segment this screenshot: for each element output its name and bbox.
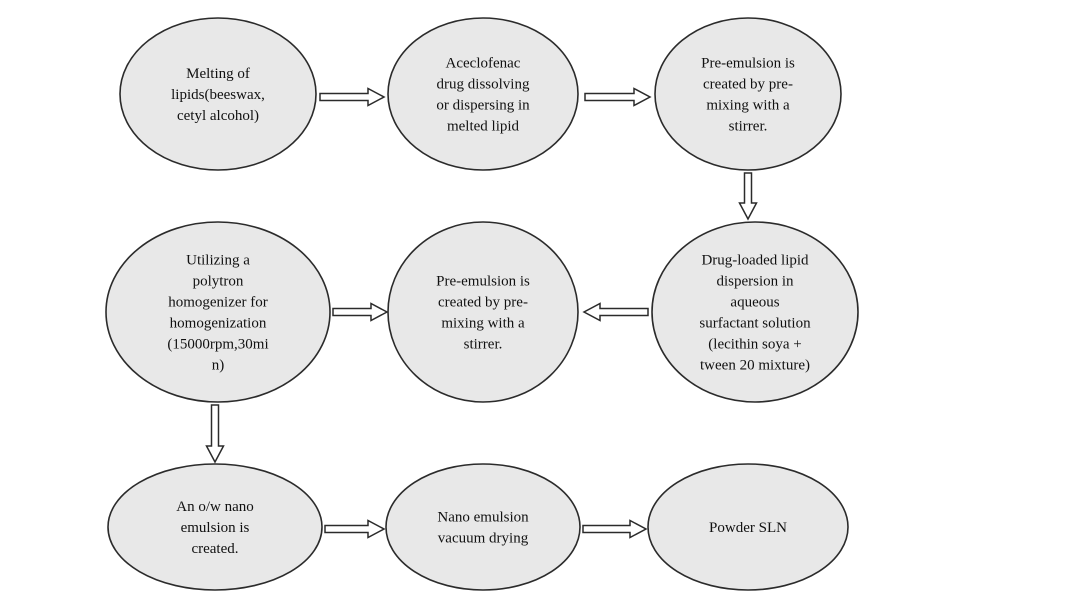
node-label: An o/w nano emulsion is created. (176, 499, 254, 557)
flow-node-n8[interactable]: Nano emulsion vacuum drying (385, 463, 581, 591)
node-label-line: (15000rpm,30mi (167, 337, 268, 353)
node-label-line: An o/w nano (176, 499, 254, 515)
arrow-head-icon (582, 519, 648, 539)
node-label: Pre-emulsion is created by pre-mixing wit… (436, 274, 530, 353)
node-label-line: created by pre- (703, 77, 793, 93)
node-label: Melting of lipids(beeswax, cetyl alcohol) (171, 66, 265, 124)
node-ellipse-shape (105, 221, 331, 403)
node-label-line: created by pre- (438, 295, 528, 311)
node-ellipse-shape (387, 17, 579, 171)
node-label-line: created. (191, 541, 238, 557)
node-ellipse-shape (651, 221, 859, 403)
node-label-line: surfactant solution (699, 316, 811, 332)
flow-arrow (738, 172, 758, 221)
node-label-line: polytron (193, 274, 244, 290)
node-layer: Melting of lipids(beeswax, cetyl alcohol) A… (105, 17, 859, 591)
arrow-head-icon (332, 302, 389, 322)
flow-node-n3[interactable]: Pre-emulsion is created by pre-mixing wit… (654, 17, 842, 171)
flow-node-n1[interactable]: Melting of lipids(beeswax, cetyl alcohol) (119, 17, 317, 171)
arrow-head-icon (582, 302, 649, 322)
node-label-line: Nano emulsion (437, 510, 529, 526)
node-label-line: vacuum drying (438, 531, 529, 547)
node-label: Aceclofenac drug dissolving or dispersing … (436, 56, 530, 135)
node-label-line: Utilizing a (186, 253, 250, 269)
node-label: Nano emulsion vacuum drying (437, 510, 529, 547)
flow-node-n6[interactable]: Drug-loaded lipid dispersion in aqueous sur… (651, 221, 859, 403)
node-label-line: dispersion in (716, 274, 794, 290)
flow-node-n4[interactable]: Utilizing a polytron homogenizer for homoge… (105, 221, 331, 403)
arrow-layer (205, 87, 758, 539)
node-label-line: lipids(beeswax, (171, 87, 265, 103)
node-label-line: cetyl alcohol) (177, 108, 259, 124)
node-label-line: tween 20 mixture) (700, 358, 810, 374)
node-label-line: or dispersing in (436, 98, 530, 114)
node-label-line: (lecithin soya + (708, 337, 801, 353)
node-label-line: Melting of (186, 66, 250, 82)
node-label-line: Pre-emulsion is (701, 56, 795, 72)
flow-node-n7[interactable]: An o/w nano emulsion is created. (107, 463, 323, 591)
node-ellipse-shape (119, 17, 317, 171)
flow-arrow (582, 302, 649, 322)
flow-arrow (205, 404, 225, 464)
flow-arrow (319, 87, 386, 107)
node-label: Powder SLN (709, 520, 787, 536)
node-label-line: Aceclofenac (446, 56, 521, 72)
node-label: Drug-loaded lipid dispersion in aqueous sur… (699, 253, 811, 374)
flow-node-n9[interactable]: Powder SLN (647, 463, 849, 591)
flow-node-n2[interactable]: Aceclofenac drug dissolving or dispersing … (387, 17, 579, 171)
arrow-head-icon (584, 87, 652, 107)
node-ellipse-shape (654, 17, 842, 171)
node-label: Pre-emulsion is created by pre-mixing wit… (701, 56, 795, 135)
node-label-line: Pre-emulsion is (436, 274, 530, 290)
node-label-line: mixing with a (706, 98, 790, 114)
node-label: Utilizing a polytron homogenizer for homoge… (167, 253, 268, 374)
arrow-head-icon (738, 172, 758, 221)
node-ellipse-shape (387, 221, 579, 403)
flow-arrow (582, 519, 648, 539)
node-label-line: drug dissolving (437, 77, 530, 93)
node-label-line: stirrer. (729, 119, 768, 135)
arrow-head-icon (324, 519, 386, 539)
node-label-line: n) (212, 358, 225, 374)
node-label-line: Powder SLN (709, 520, 787, 536)
node-label-line: melted lipid (447, 119, 520, 135)
node-label-line: aqueous (730, 295, 779, 311)
flow-arrow (332, 302, 389, 322)
node-label-line: emulsion is (181, 520, 250, 536)
node-label-line: stirrer. (464, 337, 503, 353)
arrow-head-icon (205, 404, 225, 464)
node-ellipse-shape (107, 463, 323, 591)
node-label-line: mixing with a (441, 316, 525, 332)
node-label-line: homogenizer for (168, 295, 268, 311)
flow-node-n5[interactable]: Pre-emulsion is created by pre-mixing wit… (387, 221, 579, 403)
node-ellipse-shape (647, 463, 849, 591)
node-ellipse-shape (385, 463, 581, 591)
node-label-line: Drug-loaded lipid (701, 253, 809, 269)
arrow-head-icon (319, 87, 386, 107)
flow-arrow (584, 87, 652, 107)
node-label-line: homogenization (170, 316, 267, 332)
flow-arrow (324, 519, 386, 539)
